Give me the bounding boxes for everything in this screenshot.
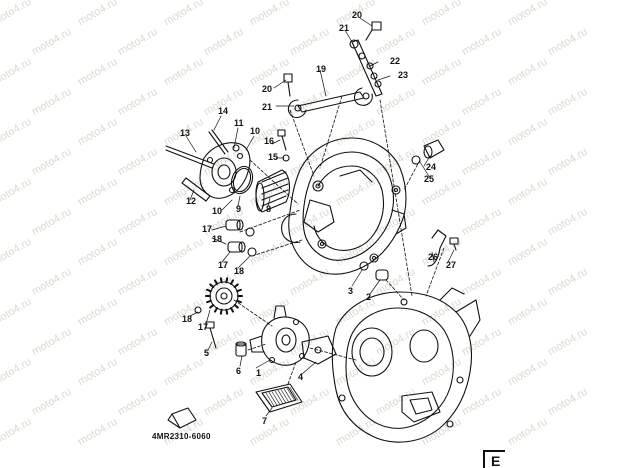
callout-1: 1	[256, 368, 261, 378]
page-corner-marker: E	[483, 450, 505, 468]
callout-20: 20	[262, 84, 272, 94]
callout-17: 17	[218, 260, 228, 270]
callout-7: 7	[262, 416, 267, 426]
drive-gear	[209, 281, 239, 311]
callout-14: 14	[218, 106, 228, 116]
callout-18: 18	[234, 266, 244, 276]
callout-21: 21	[262, 102, 272, 112]
crankcase	[331, 291, 473, 443]
callout-27: 27	[446, 260, 456, 270]
callout-17: 17	[198, 322, 208, 332]
drawing-code: 4MR2310-6060	[152, 432, 211, 441]
callout-13: 13	[180, 128, 190, 138]
callout-9: 9	[236, 204, 241, 214]
callout-17: 17	[202, 224, 212, 234]
o-ring	[230, 165, 254, 195]
callout-11: 11	[234, 118, 244, 128]
callout-5: 5	[204, 348, 209, 358]
callout-4: 4	[298, 372, 303, 382]
callout-23: 23	[398, 70, 408, 80]
linkage-rod	[297, 91, 365, 113]
callout-26: 26	[428, 252, 438, 262]
callout-18: 18	[212, 234, 222, 244]
pump-gasket	[301, 335, 337, 365]
callout-6: 6	[236, 366, 241, 376]
callout-21: 21	[339, 23, 349, 33]
callout-12: 12	[186, 196, 196, 206]
callout-15: 15	[268, 152, 278, 162]
callout-19: 19	[316, 64, 326, 74]
callout-8: 8	[266, 204, 271, 214]
corner-letter: E	[491, 453, 501, 468]
crankcase-cover	[288, 137, 407, 275]
callout-25: 25	[424, 174, 434, 184]
callout-22: 22	[390, 56, 400, 66]
oil-strainer	[255, 383, 303, 413]
callout-10: 10	[250, 126, 260, 136]
callout-3: 3	[348, 286, 353, 296]
callout-10: 10	[212, 206, 222, 216]
callout-16: 16	[264, 136, 274, 146]
oil-filter-cover	[199, 142, 251, 199]
callout-2: 2	[366, 292, 371, 302]
forward-arrow	[171, 407, 197, 429]
callout-20: 20	[352, 10, 362, 20]
callout-24: 24	[426, 162, 436, 172]
callout-18: 18	[182, 314, 192, 324]
